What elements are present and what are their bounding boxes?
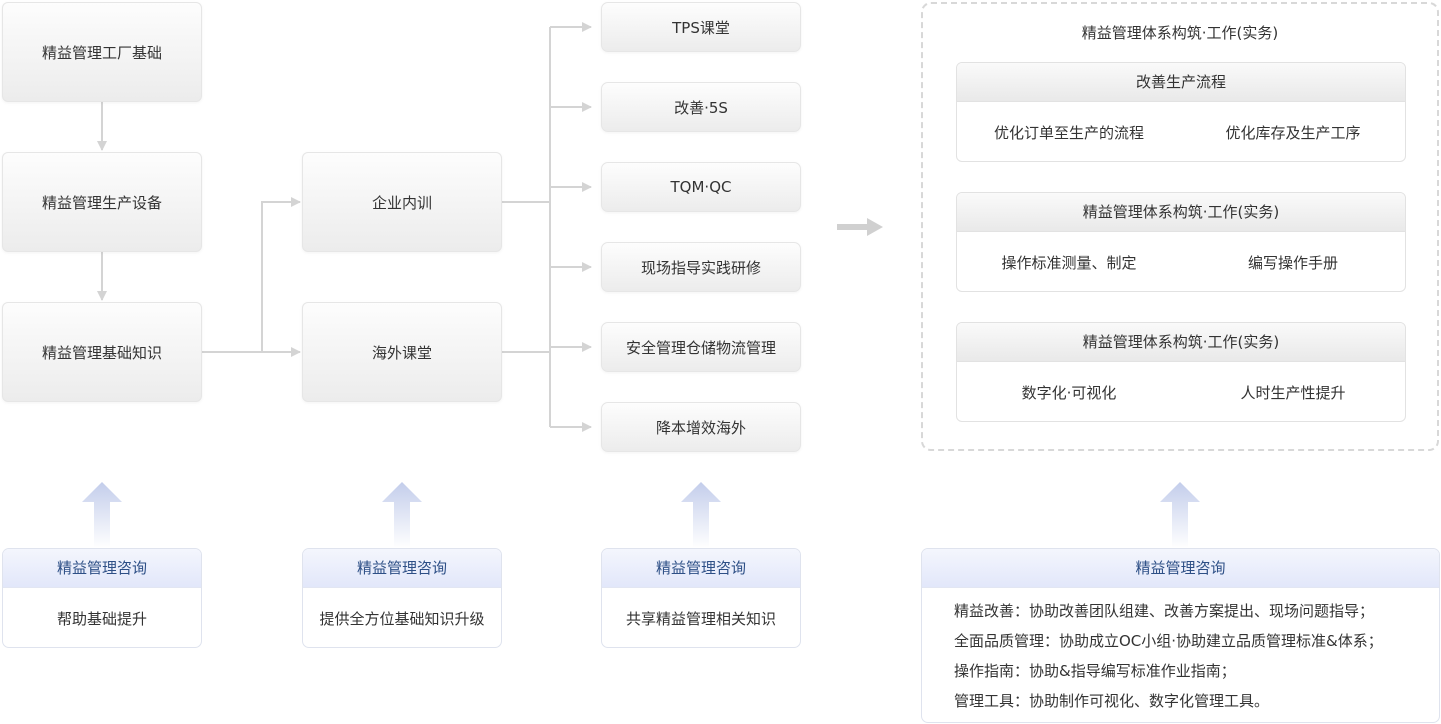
box-label: 精益管理基础知识 [41,343,162,362]
course-safety: 安全管理仓储物流管理 [601,322,801,372]
panel-card-head: 精益管理体系构筑·工作(实务) [957,323,1405,362]
consult-head: 精益管理咨询 [3,549,201,588]
consult-head: 精益管理咨询 [922,549,1439,588]
box-label: 海外课堂 [371,343,432,362]
panel-card-item: 优化订单至生产的流程 [993,124,1144,142]
panel-card-item: 人时生产性提升 [1240,384,1346,402]
panel-card-head: 精益管理体系构筑·工作(实务) [957,193,1405,232]
course-5s: 改善·5S [601,82,801,132]
box-internal-training: 企业内训 [302,152,502,252]
consult-body: 提供全方位基础知识升级 [319,609,485,628]
course-label: TPS课堂 [672,18,730,37]
box-label: 精益管理工厂基础 [41,43,162,62]
consult-card-2: 精益管理咨询 提供全方位基础知识升级 [302,548,502,648]
course-label: 改善·5S [674,98,728,117]
arrow-knowledge-to-training [261,197,301,352]
box-label: 企业内训 [371,193,432,212]
big-right-arrow-icon [837,218,883,236]
up-arrow-icon [382,482,422,548]
panel-card-process: 改善生产流程 优化订单至生产的流程 优化库存及生产工序 [956,62,1406,162]
box-overseas-class: 海外课堂 [302,302,502,402]
course-tps: TPS课堂 [601,2,801,52]
panel-card-item: 操作标准测量、制定 [1001,254,1137,272]
course-cost: 降本增效海外 [601,402,801,452]
consult-line: 操作指南：协助&指导编写标准作业指南； [954,662,1236,680]
box-production-equipment: 精益管理生产设备 [2,152,202,252]
consult-line: 全面品质管理：协助成立OC小组·协助建立品质管理标准&体系； [954,632,1383,650]
course-label: 降本增效海外 [655,418,746,437]
up-arrow-icon [681,482,721,548]
up-arrow-icon [82,482,122,548]
consult-head: 精益管理咨询 [602,549,800,588]
consult-body: 共享精益管理相关知识 [625,609,776,628]
course-label: TQM·QC [670,178,732,196]
box-label: 精益管理生产设备 [41,193,162,212]
consult-card-1: 精益管理咨询 帮助基础提升 [2,548,202,648]
panel-card-item: 优化库存及生产工序 [1225,124,1361,142]
panel-card-item: 数字化·可视化 [1021,384,1117,402]
up-arrow-icon [1160,482,1200,548]
panel-card-item: 编写操作手册 [1247,254,1338,272]
course-tqm: TQM·QC [601,162,801,212]
consult-line: 精益改善：协助改善团队组建、改善方案提出、现场问题指导； [954,602,1375,620]
course-label: 现场指导实践研修 [640,258,761,277]
box-factory-base: 精益管理工厂基础 [2,2,202,102]
box-basic-knowledge: 精益管理基础知识 [2,302,202,402]
panel-card-head: 改善生产流程 [957,63,1405,102]
course-onsite: 现场指导实践研修 [601,242,801,292]
course-label: 安全管理仓储物流管理 [625,338,776,357]
consult-body: 帮助基础提升 [56,609,147,628]
consult-card-wide: 精益管理咨询 精益改善：协助改善团队组建、改善方案提出、现场问题指导； 全面品质… [921,548,1440,723]
consult-card-3: 精益管理咨询 共享精益管理相关知识 [601,548,801,648]
panel-card-standard: 精益管理体系构筑·工作(实务) 操作标准测量、制定 编写操作手册 [956,192,1406,292]
system-panel [921,2,1439,451]
consult-line: 管理工具：协助制作可视化、数字化管理工具。 [954,692,1270,710]
consult-head: 精益管理咨询 [303,549,501,588]
panel-card-digital: 精益管理体系构筑·工作(实务) 数字化·可视化 人时生产性提升 [956,322,1406,422]
panel-title: 精益管理体系构筑·工作(实务) [1081,24,1279,42]
